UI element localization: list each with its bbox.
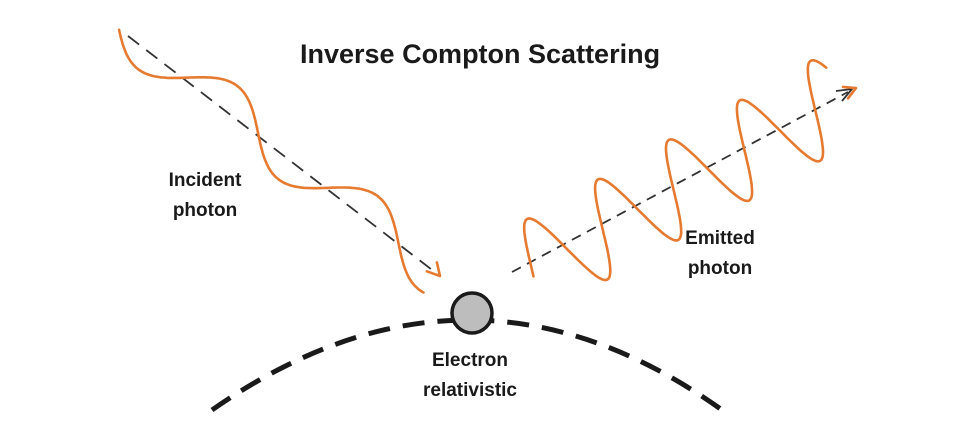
emitted-label-line2: photon	[687, 258, 753, 279]
incident-photon-arrowhead	[425, 261, 442, 278]
diagram-title: Inverse Compton Scattering	[300, 39, 661, 69]
incident-photon-label: Incident photon	[140, 166, 270, 226]
emitted-photon-label: Emitted photon	[655, 224, 785, 284]
incident-photon-wave	[117, 28, 425, 294]
electron-label-line1: Electron	[431, 350, 509, 371]
incident-label-line2: photon	[172, 200, 238, 221]
electron-label: Electron relativistic	[405, 346, 535, 406]
emitted-direction-arrowhead	[835, 88, 853, 102]
incident-direction-line	[127, 35, 441, 277]
incident-label-line1: Incident	[168, 170, 242, 191]
emitted-direction-line	[511, 91, 849, 273]
electron-circle	[450, 291, 494, 335]
emitted-label-line1: Emitted	[685, 228, 755, 249]
emitted-photon-wave	[522, 58, 828, 282]
emitted-photon-arrowhead	[841, 85, 858, 100]
electron-trajectory	[210, 317, 724, 413]
electron-label-line2: relativistic	[423, 380, 517, 401]
